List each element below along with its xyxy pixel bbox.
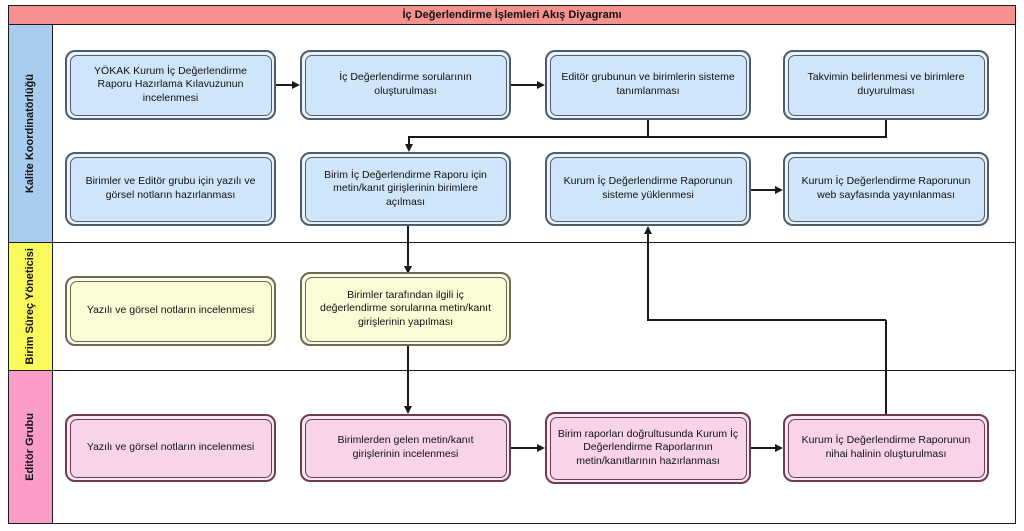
lane-label-editor-grubu: Editör Grubu	[8, 371, 53, 523]
flow-step-label: Birim raporları doğrultusunda Kurum İç D…	[549, 416, 747, 480]
flow-step-label: Yazılı ve görsel notların incelenmesi	[69, 418, 272, 478]
flow-step-gelen-girislerin-incelenmesi: Birimlerden gelen metin/kanıt girişlerin…	[300, 414, 511, 482]
flow-step-label: Kurum İç Değerlendirme Raporunun web say…	[787, 156, 985, 222]
diagram-title: İç Değerlendirme İşlemleri Akış Diyagram…	[402, 9, 622, 21]
flow-step-nihai-halin-olusturulmasi: Kurum İç Değerlendirme Raporunun nihai h…	[783, 414, 989, 482]
flow-step-label: Kurum İç Değerlendirme Raporunun sisteme…	[549, 156, 747, 222]
flow-step-label: Yazılı ve görsel notların incelenmesi	[69, 280, 272, 342]
flow-step-metin-kanit-girislerinin-yapilmasi: Birimler tarafından ilgili iç değerlendi…	[300, 272, 511, 346]
flow-step-notlarin-hazirlanmasi: Birimler ve Editör grubu için yazılı ve …	[65, 152, 276, 226]
flow-step-label: Birimler tarafından ilgili iç değerlendi…	[304, 276, 507, 342]
flow-step-rapor-sisteme-yuklenmesi: Kurum İç Değerlendirme Raporunun sisteme…	[545, 152, 751, 226]
flow-step-label: Kurum İç Değerlendirme Raporunun nihai h…	[787, 418, 985, 478]
flow-step-web-sayfasinda-yayinlanmasi: Kurum İç Değerlendirme Raporunun web say…	[783, 152, 989, 226]
flow-step-label: Birim İç Değerlendirme Raporu için metin…	[304, 156, 507, 222]
flow-step-label: Editör grubunun ve birimlerin sisteme ta…	[549, 54, 747, 116]
diagram-title-bar: İç Değerlendirme İşlemleri Akış Diyagram…	[8, 5, 1016, 25]
flow-step-label: İç Değerlendirme sorularının oluşturulma…	[304, 54, 507, 116]
flow-step-sisteme-tanimlanma: Editör grubunun ve birimlerin sisteme ta…	[545, 50, 751, 120]
flow-step-notlarin-incelenmesi-birim: Yazılı ve görsel notların incelenmesi	[65, 276, 276, 346]
flow-step-girislerin-birimlere-acilmasi: Birim İç Değerlendirme Raporu için metin…	[300, 152, 511, 226]
flow-step-sorularin-olusturulmasi: İç Değerlendirme sorularının oluşturulma…	[300, 50, 511, 120]
flow-step-label: Birimlerden gelen metin/kanıt girişlerin…	[304, 418, 507, 478]
flow-step-label: YÖKAK Kurum İç Değerlendirme Raporu Hazı…	[69, 54, 272, 116]
lane-kalite-koordinatorlugu: Kalite Koordinatörlüğü	[8, 25, 1016, 243]
flow-step-label: Takvimin belirlenmesi ve birimlere duyur…	[787, 54, 985, 116]
lane-label-kalite-koordinatorlugu: Kalite Koordinatörlüğü	[8, 25, 53, 242]
flow-step-metin-kanitlarin-hazirlanmasi: Birim raporları doğrultusunda Kurum İç D…	[545, 412, 751, 484]
lane-label-birim-surec-yoneticisi: Birim Süreç Yöneticisi	[8, 243, 53, 370]
flow-step-yokak-kilavuz-incelenmesi: YÖKAK Kurum İç Değerlendirme Raporu Hazı…	[65, 50, 276, 120]
flow-step-label: Birimler ve Editör grubu için yazılı ve …	[69, 156, 272, 222]
flow-step-takvim-belirlenmesi: Takvimin belirlenmesi ve birimlere duyur…	[783, 50, 989, 120]
lane-birim-surec-yoneticisi: Birim Süreç Yöneticisi	[8, 243, 1016, 371]
flow-step-notlarin-incelenmesi-editor: Yazılı ve görsel notların incelenmesi	[65, 414, 276, 482]
